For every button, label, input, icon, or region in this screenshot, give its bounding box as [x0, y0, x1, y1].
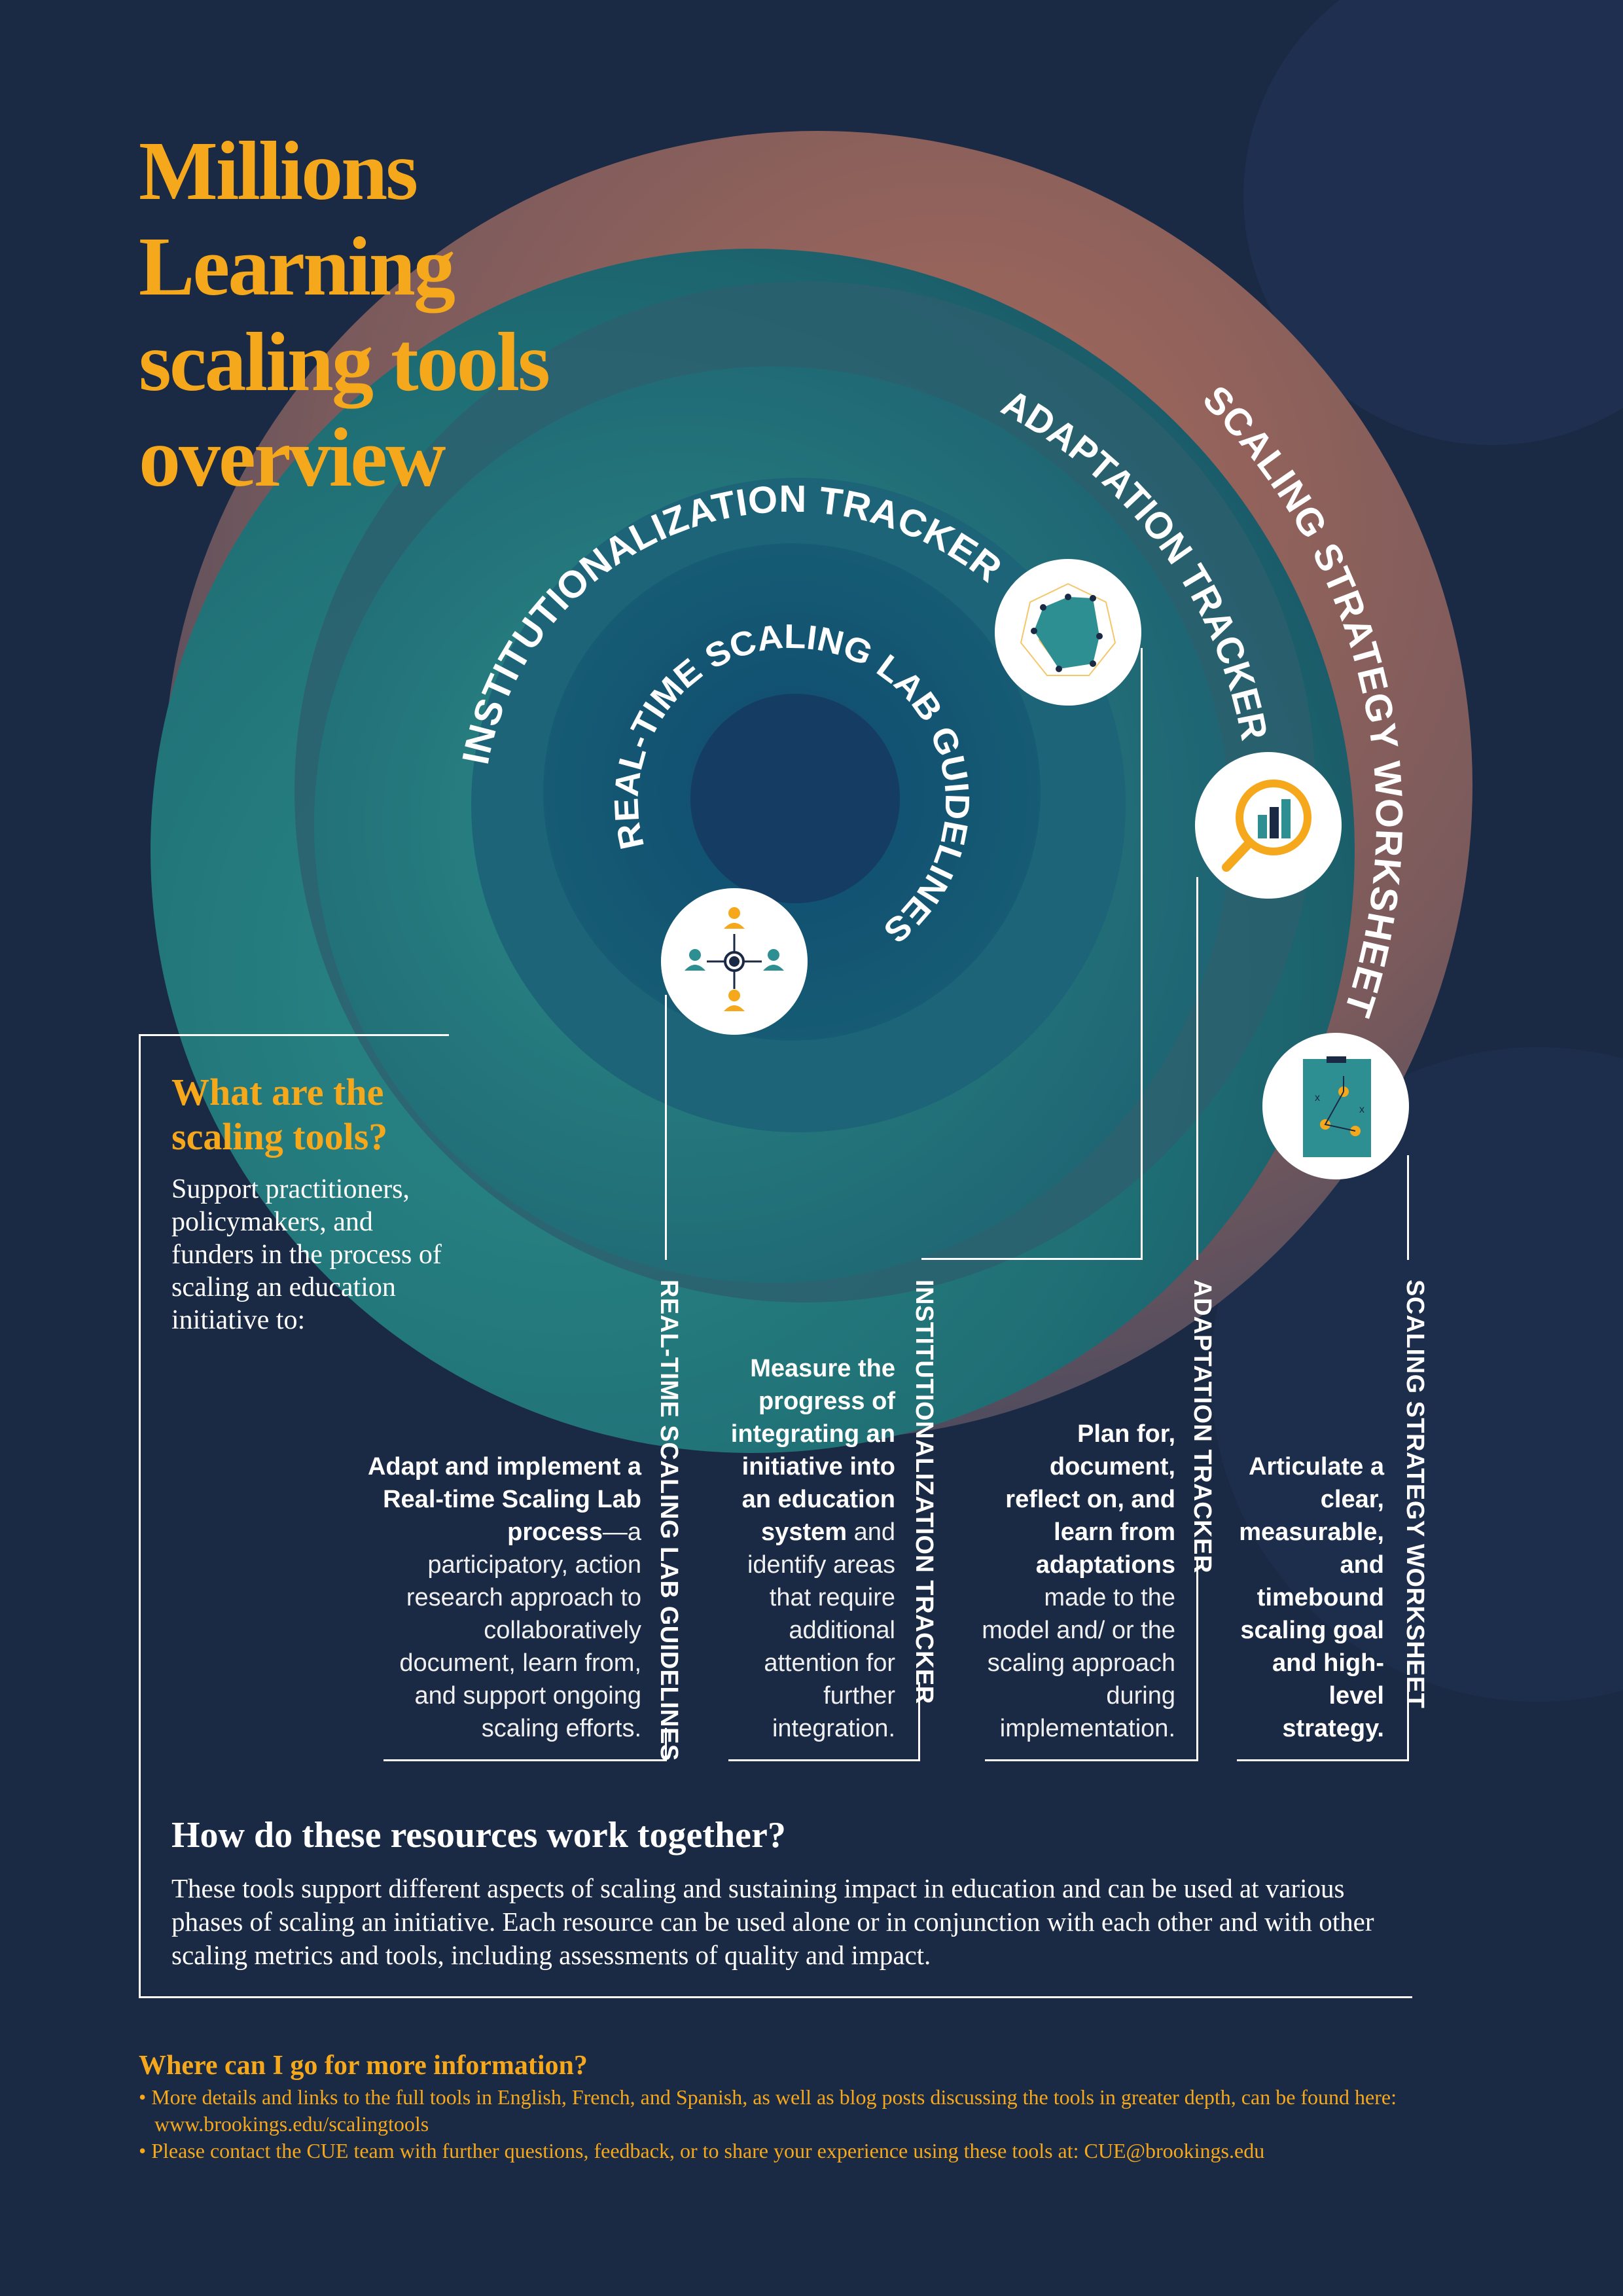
vertical-label-institutionalization: INSTITUTIONALIZATION TRACKER — [910, 1280, 938, 1704]
description-institutionalization: Measure the progress of integrating an i… — [730, 1355, 895, 1742]
vertical-label-adaptation: ADAPTATION TRACKER — [1188, 1280, 1216, 1573]
svg-text:x: x — [1359, 1104, 1364, 1115]
more-info-heading: Where can I go for more information? — [139, 2051, 588, 2081]
page-title: Millions Learning scaling tools overview — [139, 123, 550, 505]
how-body: These tools support different aspects of… — [171, 1873, 1374, 1970]
description-adaptation: Plan for, document, reflect on, and lear… — [982, 1420, 1175, 1742]
description-scaling-strategy: Articulate a clear, measurable, and time… — [1239, 1453, 1384, 1742]
description-real-time: Adapt and implement a Real-time Scaling … — [367, 1453, 641, 1742]
title-line: overview — [139, 411, 446, 504]
magnifier-chart-icon — [1195, 752, 1342, 899]
title-line: scaling tools — [139, 315, 550, 408]
radar-chart-icon — [995, 559, 1141, 706]
vertical-label-scaling-strategy: SCALING STRATEGY WORKSHEET — [1401, 1280, 1429, 1709]
title-line: Millions — [139, 124, 418, 217]
what-heading: What are the scaling tools? — [171, 1071, 388, 1158]
more-info-item: • Please contact the CUE team with furth… — [139, 2139, 1265, 2162]
collaboration-people-icon — [661, 888, 808, 1035]
svg-text:x: x — [1315, 1092, 1320, 1103]
vertical-label-real-time: REAL-TIME SCALING LAB GUIDELINES — [655, 1280, 683, 1761]
how-heading: How do these resources work together? — [171, 1815, 786, 1856]
title-line: Learning — [139, 220, 455, 313]
what-body: Support practitioners, policymakers, and… — [171, 1174, 442, 1335]
more-info-item: • More details and links to the full too… — [139, 2085, 1397, 2136]
more-info-list: • More details and links to the full too… — [139, 2084, 1448, 2164]
